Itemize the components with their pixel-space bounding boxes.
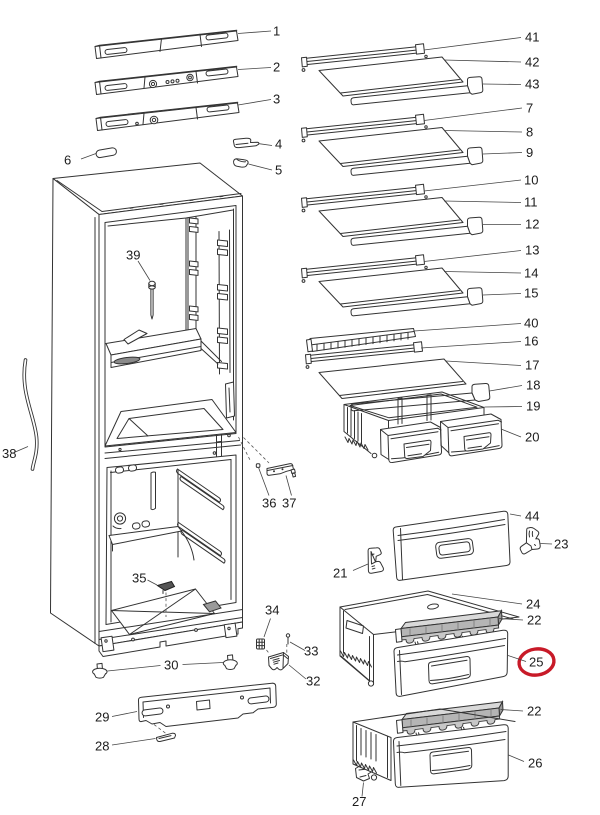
svg-text:2: 2 <box>273 60 280 75</box>
svg-text:26: 26 <box>528 756 542 771</box>
svg-text:35: 35 <box>132 571 146 586</box>
svg-text:6: 6 <box>64 153 71 168</box>
svg-text:29: 29 <box>95 710 109 725</box>
svg-text:42: 42 <box>525 55 539 70</box>
svg-text:18: 18 <box>526 378 540 393</box>
svg-text:44: 44 <box>525 509 539 524</box>
svg-text:21: 21 <box>333 566 347 581</box>
svg-text:37: 37 <box>282 496 296 511</box>
svg-text:15: 15 <box>524 286 538 301</box>
svg-text:14: 14 <box>524 266 538 281</box>
svg-text:12: 12 <box>525 217 539 232</box>
svg-text:36: 36 <box>262 496 276 511</box>
svg-text:17: 17 <box>525 358 539 373</box>
svg-text:43: 43 <box>525 77 539 92</box>
svg-text:19: 19 <box>526 399 540 414</box>
svg-text:9: 9 <box>526 145 533 160</box>
svg-text:22: 22 <box>527 613 541 628</box>
svg-text:28: 28 <box>95 739 109 754</box>
svg-text:38: 38 <box>2 446 16 461</box>
svg-text:22: 22 <box>527 704 541 719</box>
svg-text:40: 40 <box>524 316 538 331</box>
svg-text:1: 1 <box>273 24 280 39</box>
svg-text:20: 20 <box>525 430 539 445</box>
svg-text:27: 27 <box>352 794 366 809</box>
svg-text:25: 25 <box>529 655 543 670</box>
svg-text:7: 7 <box>526 101 533 116</box>
svg-text:23: 23 <box>554 537 568 552</box>
svg-text:5: 5 <box>275 163 282 178</box>
svg-text:3: 3 <box>273 92 280 107</box>
svg-text:32: 32 <box>306 674 320 689</box>
svg-text:33: 33 <box>304 644 318 659</box>
svg-text:41: 41 <box>525 30 539 45</box>
svg-text:11: 11 <box>524 195 538 210</box>
svg-text:16: 16 <box>524 334 538 349</box>
svg-text:8: 8 <box>526 125 533 140</box>
svg-text:39: 39 <box>126 248 140 263</box>
svg-text:13: 13 <box>525 243 539 258</box>
svg-text:4: 4 <box>275 137 282 152</box>
svg-text:10: 10 <box>524 173 538 188</box>
svg-text:34: 34 <box>265 603 279 618</box>
svg-text:24: 24 <box>526 597 540 612</box>
svg-text:30: 30 <box>164 658 178 673</box>
